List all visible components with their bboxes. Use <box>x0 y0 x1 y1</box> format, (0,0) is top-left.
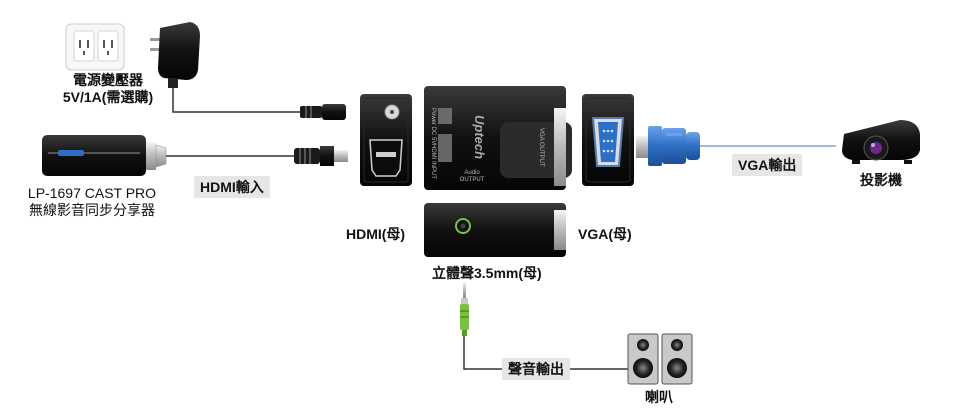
power-adapter-icon <box>150 22 200 88</box>
projector-label: 投影機 <box>860 172 902 188</box>
vga-female-label: VGA(母) <box>578 226 632 242</box>
power-adapter-voltage: 5V/1A <box>62 89 102 105</box>
device-power-print: Power DC 5V <box>430 108 436 144</box>
audio-output-tag: 聲音輸出 <box>502 358 570 380</box>
vga-output-tag: VGA輸出 <box>732 154 803 176</box>
speakers-icon <box>627 333 693 385</box>
power-adapter-optional-note: (需選購) <box>101 89 154 105</box>
hdmi-plug-icon <box>294 146 348 166</box>
device-brand-print: Uptech <box>472 115 487 159</box>
device-audio-print-line2: OUTPUT <box>460 177 485 183</box>
speakers-label: 喇叭 <box>645 389 673 405</box>
power-cable <box>172 88 318 113</box>
device-audio-print-line1: Audio <box>464 170 480 176</box>
converter-audio-side <box>424 203 566 257</box>
converter-vga-side <box>582 94 634 186</box>
converter-top-body: Power DC 5V HDMI INPUT Uptech Audio OUTP… <box>424 86 572 190</box>
wireless-dongle-icon <box>42 135 167 176</box>
hdmi-female-label: HDMI(母) <box>346 226 406 242</box>
device-vga-output-print: VGA OUTPUT <box>538 128 544 167</box>
source-device-model: LP-1697 CAST PRO <box>27 185 157 201</box>
audio-plug-icon <box>460 282 469 336</box>
projector-icon <box>842 120 920 164</box>
audio-cable <box>463 336 628 370</box>
hdmi-port-icon <box>369 139 403 177</box>
stereo-female-label: 立體聲3.5mm(母) <box>432 265 542 281</box>
source-device-label: LP-1697 CAST PRO 無線影音同步分享器 <box>12 185 172 219</box>
source-device-name: 無線影音同步分享器 <box>29 202 155 218</box>
power-adapter-spec: 5V/1A(需選購) <box>58 89 158 106</box>
vga-plug-icon <box>636 126 700 166</box>
hdmi-input-tag: HDMI輸入 <box>194 176 270 198</box>
wall-outlet-icon <box>65 23 125 71</box>
power-adapter-label: 電源變壓器 5V/1A(需選購) <box>58 72 158 106</box>
dc-plug-icon <box>300 104 346 120</box>
power-adapter-name: 電源變壓器 <box>73 72 143 88</box>
converter-hdmi-side <box>360 94 412 186</box>
device-hdmi-input-print: HDMI INPUT <box>430 144 436 179</box>
